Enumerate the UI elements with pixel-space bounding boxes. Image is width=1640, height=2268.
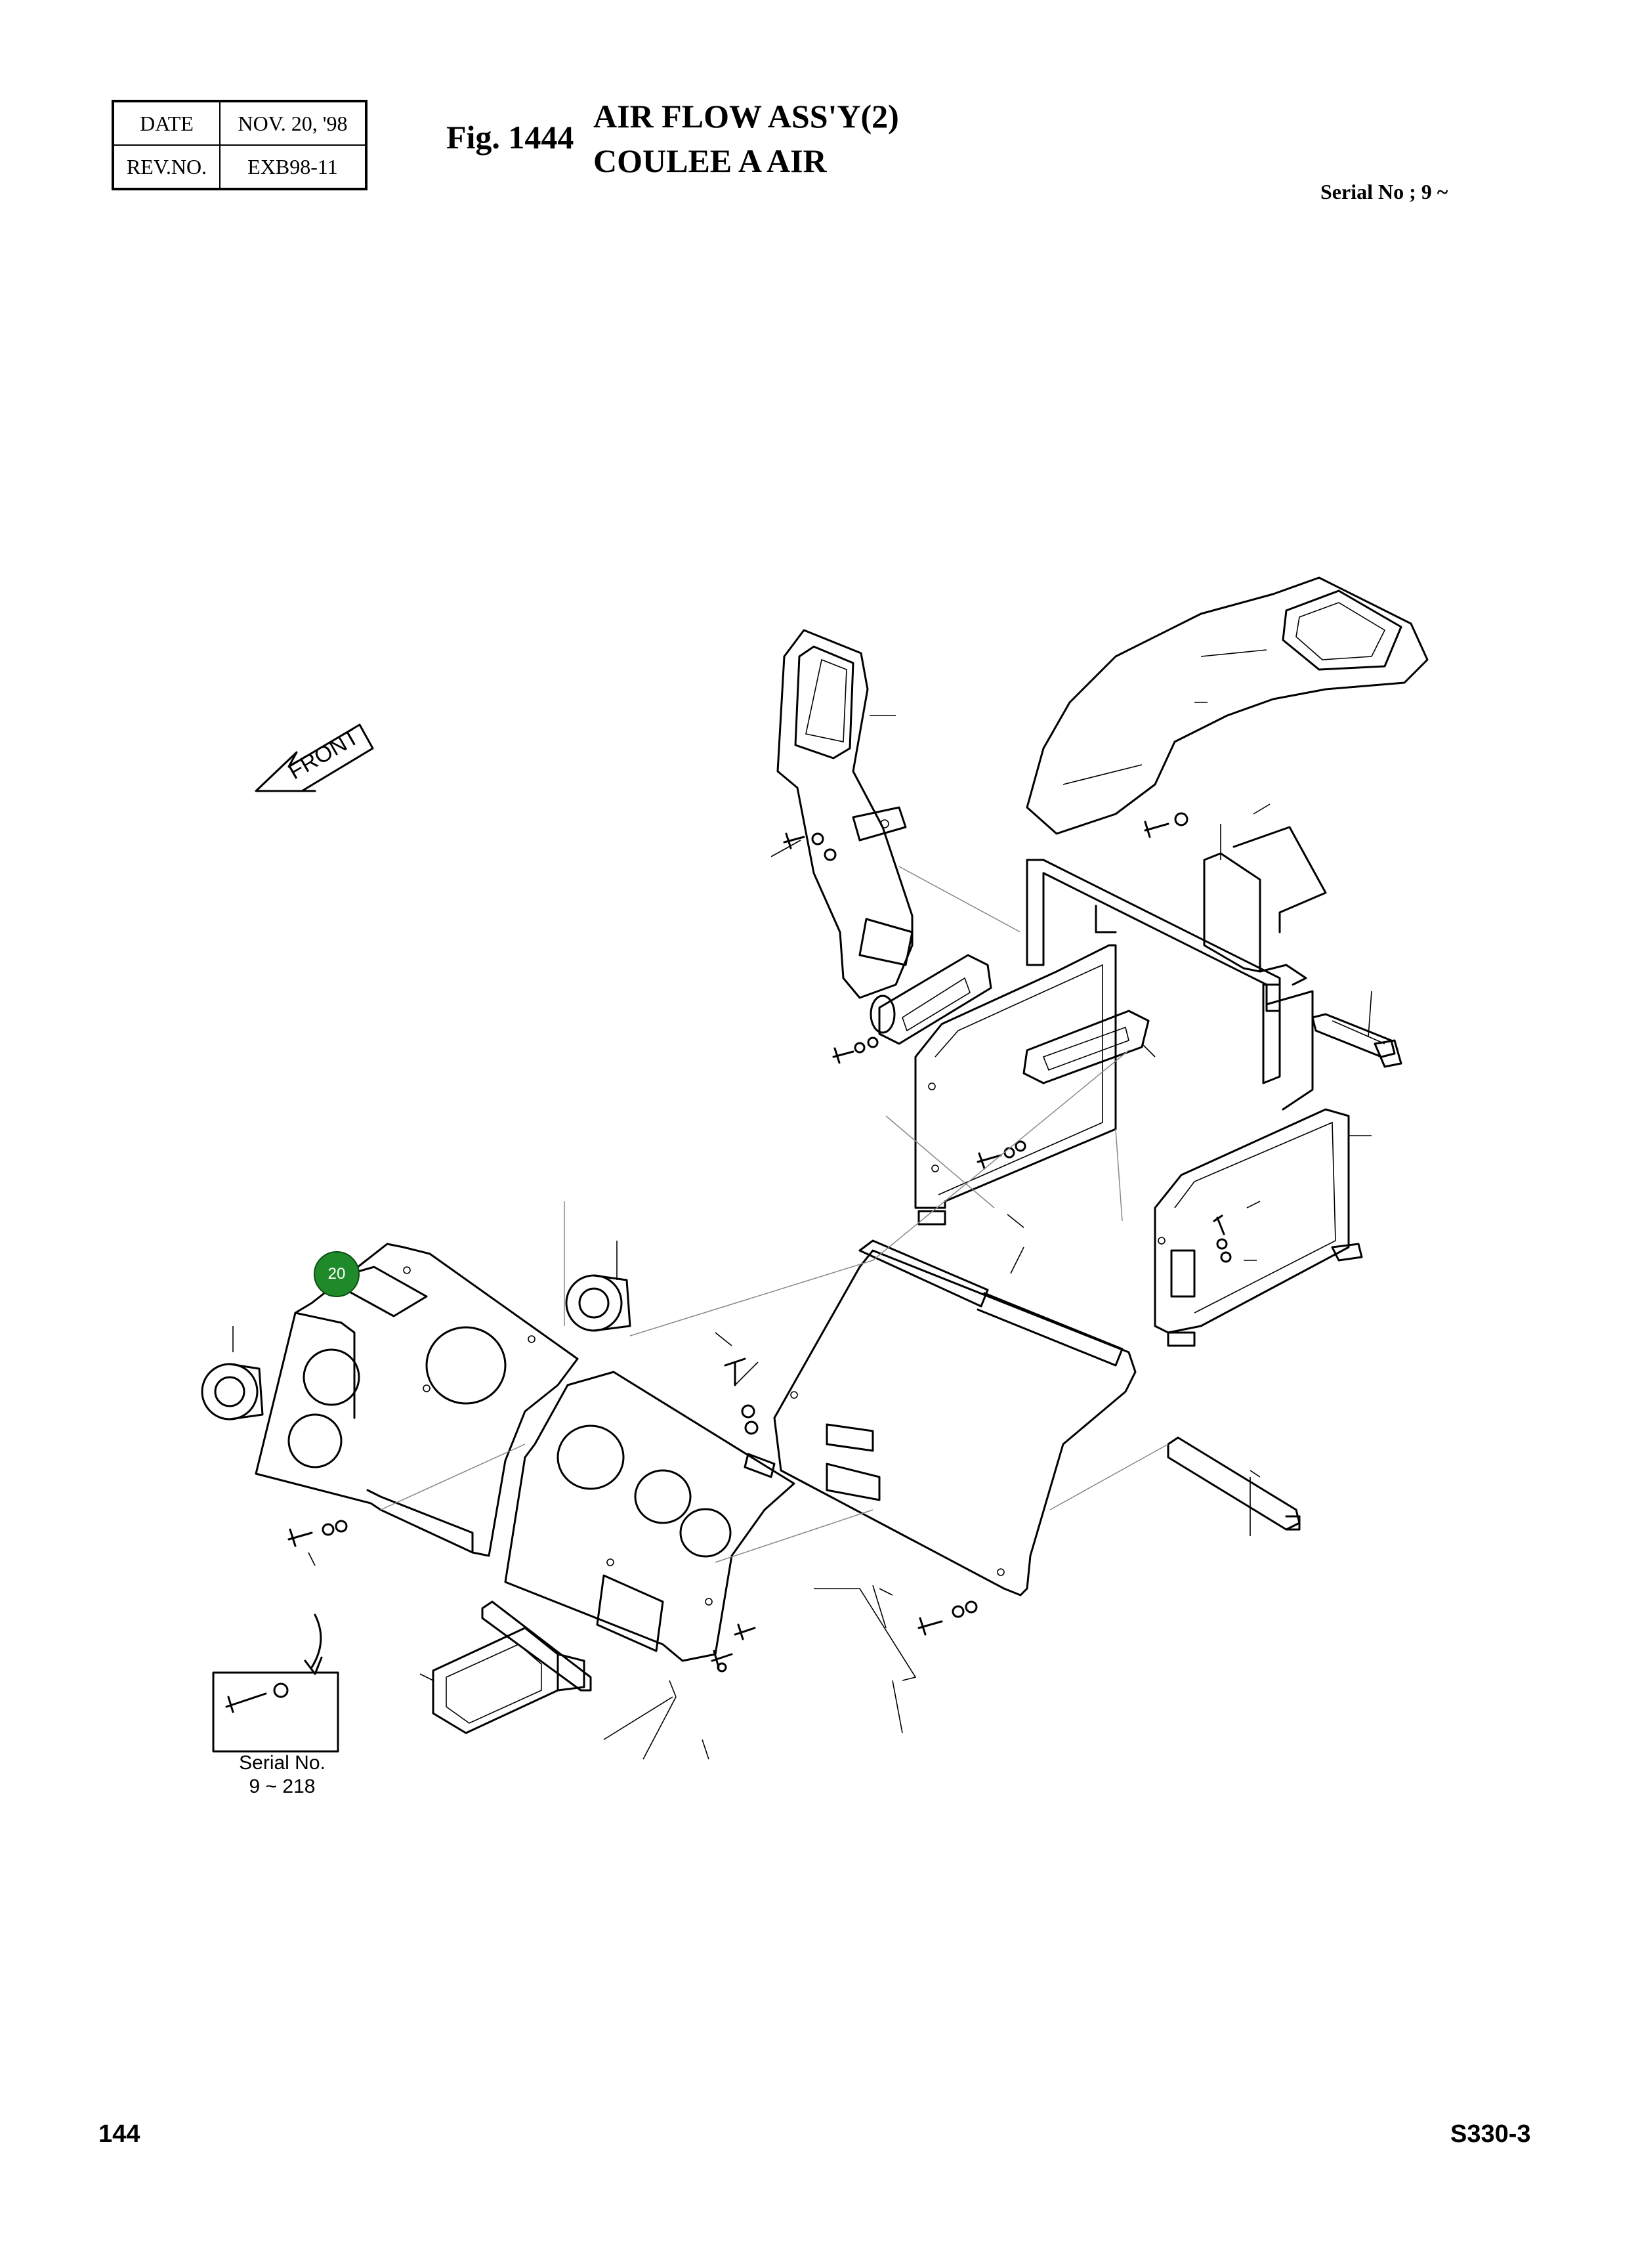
right-frame-panel [1154, 1108, 1363, 1347]
revision-table: DATE NOV. 20, '98 REV.NO. EXB98-11 [112, 100, 368, 190]
inset-serial-label: Serial No. [239, 1752, 326, 1774]
cable-tie [1311, 1013, 1402, 1068]
grommet-center [565, 1274, 631, 1332]
leader-lines [232, 702, 1372, 1760]
center-dashboard-panel [504, 1371, 795, 1662]
figure-title: AIR FLOW ASS'Y(2) [593, 98, 899, 135]
front-direction-arrow: FRONT [255, 723, 374, 792]
grommet-left [201, 1363, 264, 1421]
date-value: NOV. 20, '98 [219, 100, 367, 146]
lower-strip [481, 1600, 592, 1692]
lower-vent [432, 1627, 585, 1734]
figure-subtitle: COULEE A AIR [593, 142, 827, 179]
inset-serial-note: Serial No. 9 ~ 218 [197, 1751, 368, 1799]
rev-value: EXB98-11 [219, 144, 367, 190]
figure-number: Fig. 1444 [446, 119, 574, 156]
left-frame-panel [914, 944, 1117, 1226]
bolt-set-lower [287, 1358, 978, 1673]
rev-label: REV.NO. [112, 144, 221, 190]
model-code: S330-3 [1450, 2120, 1531, 2148]
upper-left-air-duct [776, 629, 914, 999]
bolt-set-upper [783, 812, 1188, 1170]
vent-center [1022, 1010, 1150, 1084]
bolt-set-right [1213, 1214, 1232, 1263]
phantom-lines [380, 866, 1169, 1563]
date-label: DATE [112, 100, 221, 146]
upper-support-frame [1026, 859, 1314, 1111]
left-dashboard-panel [255, 1243, 579, 1557]
callout-20[interactable]: 20 [314, 1251, 360, 1297]
page-number: 144 [98, 2120, 140, 2148]
square-tube [1167, 1436, 1301, 1531]
inset-serial-range: 9 ~ 218 [249, 1776, 316, 1797]
upper-right-air-duct [1026, 576, 1429, 835]
serial-inset-box [212, 1614, 339, 1753]
serial-range: Serial No ; 9 ~ [1320, 180, 1448, 203]
vent-left [870, 954, 992, 1045]
right-cover-panel [773, 1239, 1137, 1596]
bracket-upper-right [1203, 826, 1327, 986]
